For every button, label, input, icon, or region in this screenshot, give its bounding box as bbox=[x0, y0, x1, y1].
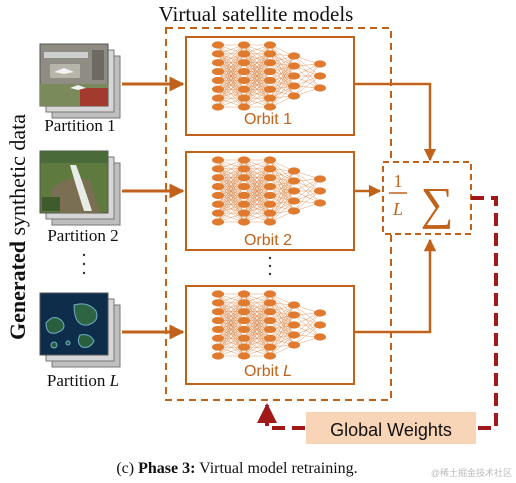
aggregator-numerator: 1 bbox=[394, 171, 403, 191]
neural-networks bbox=[212, 41, 326, 360]
global-weights-label: Global Weights bbox=[330, 420, 452, 440]
orbit-1-label: Orbit 1 bbox=[244, 111, 292, 128]
neural-network-3 bbox=[212, 290, 326, 360]
caption-prefix: (c) bbox=[116, 460, 138, 477]
airport-aerial-image bbox=[39, 43, 121, 119]
side-label-bold: Generated bbox=[5, 241, 30, 340]
watermark: @稀土掘金技术社区 bbox=[431, 467, 512, 478]
diagram-title: Virtual satellite models bbox=[159, 2, 354, 26]
side-label-rest: synthetic data bbox=[5, 114, 30, 241]
side-label: Generated synthetic data bbox=[5, 114, 30, 340]
partition-l-prefix: Partition bbox=[47, 371, 110, 390]
partition-1-label: Partition 1 bbox=[44, 116, 115, 135]
coastal-islands-aerial-image bbox=[39, 292, 121, 368]
orbit-ellipsis bbox=[268, 256, 272, 276]
global-weights-box bbox=[306, 412, 476, 444]
aggregator-sum-symbol: ∑ bbox=[421, 178, 454, 229]
neural-network-1 bbox=[212, 41, 326, 111]
partition-ellipsis bbox=[82, 253, 86, 275]
orbit-2-label: Orbit 2 bbox=[244, 232, 292, 249]
partition-l-var: L bbox=[109, 371, 119, 390]
arrow-orbit-1-to-aggregator bbox=[354, 82, 437, 162]
orbit-l-prefix: Orbit bbox=[244, 363, 283, 380]
neural-network-2 bbox=[212, 156, 326, 226]
caption: (c) Phase 3: Virtual model retraining. bbox=[116, 460, 357, 477]
arrow-orbit-l-to-aggregator bbox=[354, 238, 437, 334]
partition-l-label: Partition L bbox=[47, 371, 119, 390]
global-weights-feedback-arrow bbox=[257, 403, 305, 430]
orbit-l-label: Orbit L bbox=[244, 363, 292, 380]
waterfall-aerial-image bbox=[39, 150, 121, 226]
partition-stacks bbox=[39, 43, 121, 368]
caption-bold: Phase 3: bbox=[138, 460, 195, 477]
global-weights-feedback-path bbox=[471, 196, 498, 430]
partition-2-label: Partition 2 bbox=[47, 226, 118, 245]
aggregator-denominator: L bbox=[392, 199, 403, 219]
caption-rest: Virtual model retraining. bbox=[195, 460, 357, 477]
orbit-l-var: L bbox=[283, 363, 292, 380]
